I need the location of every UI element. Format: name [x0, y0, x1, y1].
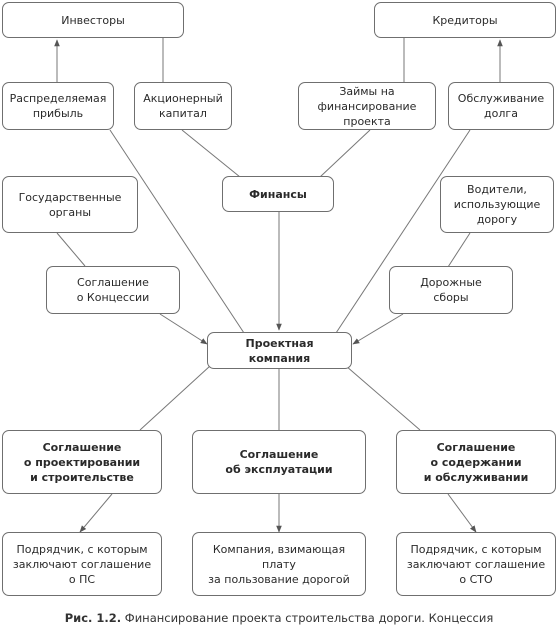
contractor-ps-box: Подрядчик, с которым заключают соглашени…	[2, 532, 162, 596]
edge-loans-to-finance	[319, 129, 371, 178]
edge-tolls-to-company	[352, 313, 404, 345]
edge-equity-to-finance	[181, 129, 241, 178]
edge-profit-to-company	[109, 129, 245, 334]
figure-caption: Рис. 1.2. Финансирование проекта строите…	[0, 611, 558, 625]
edge-design-to-contractor-ps	[79, 493, 113, 533]
caption-lead: Рис. 1.2.	[64, 611, 122, 625]
tolls-box: Дорожные сборы	[389, 266, 513, 314]
edge-concession-to-company	[159, 313, 208, 345]
edge-company-to-maintenance	[345, 365, 421, 431]
edge-debtservice-to-company	[335, 129, 471, 334]
caption-text: Финансирование проекта строительства дор…	[124, 611, 494, 625]
loans-box: Займы на финансирование проекта	[298, 82, 436, 130]
edge-company-to-design	[139, 365, 211, 431]
government-box: Государственные органы	[2, 176, 138, 233]
edge-drivers-to-tolls	[447, 232, 471, 268]
design-construction-box: Соглашение о проектировании и строительс…	[2, 430, 162, 494]
debt-service-box: Обслуживание долга	[448, 82, 554, 130]
maintenance-box: Соглашение о содержании и обслуживании	[396, 430, 556, 494]
toll-company-box: Компания, взимающая плату за пользование…	[192, 532, 366, 596]
distributed-profit-box: Распределяемая прибыль	[2, 82, 114, 130]
concession-box: Соглашение о Концессии	[46, 266, 180, 314]
drivers-box: Водители, использующие дорогу	[440, 176, 554, 233]
investors-box: Инвесторы	[2, 2, 184, 38]
creditors-box: Кредиторы	[374, 2, 556, 38]
edge-government-to-concession	[56, 232, 86, 267]
contractor-sto-box: Подрядчик, с которым заключают соглашени…	[396, 532, 556, 596]
finance-box: Финансы	[222, 176, 334, 212]
equity-box: Акционерный капитал	[134, 82, 232, 130]
edge-maintenance-to-contractor-sto	[447, 493, 477, 533]
project-company-box: Проектная компания	[207, 332, 352, 369]
operation-box: Соглашение об эксплуатации	[192, 430, 366, 494]
